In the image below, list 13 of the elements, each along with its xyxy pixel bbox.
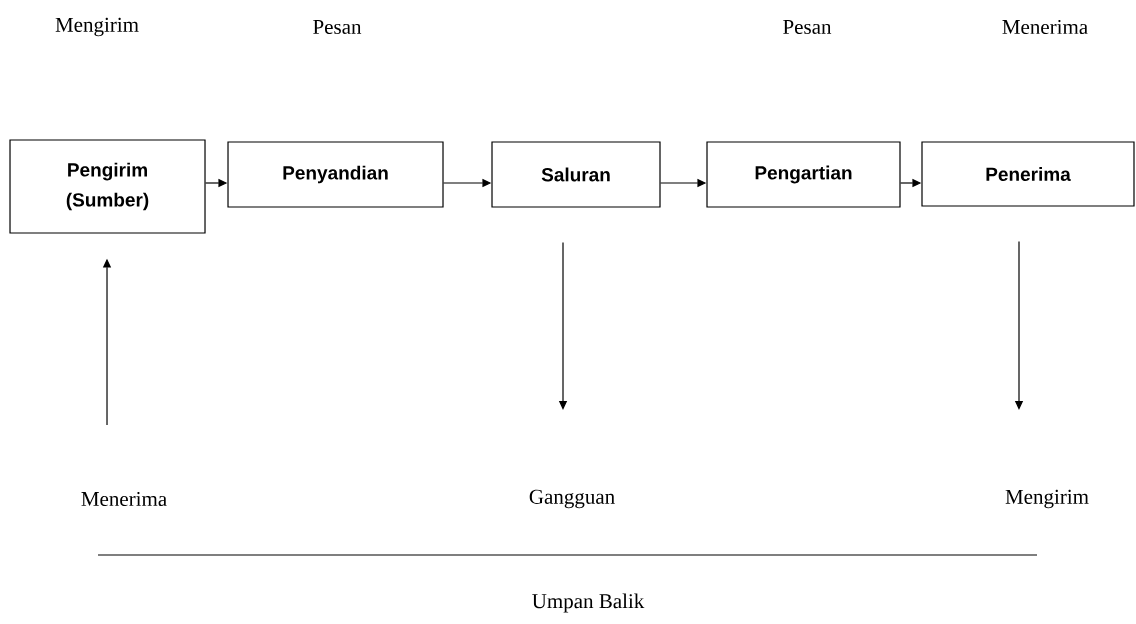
label-text: Menerima — [81, 491, 167, 507]
label-text: Pesan — [313, 20, 362, 34]
process-box: Pengartian — [706, 141, 901, 208]
process-box: Penyandian — [227, 141, 444, 208]
process-box: Pengirim (Sumber) — [9, 139, 206, 234]
label-text: Mengirim — [55, 17, 139, 37]
process-box: Saluran — [491, 141, 661, 208]
label-text: Gangguan — [529, 489, 615, 509]
process-box: Penerima — [921, 141, 1135, 207]
label-text: Pesan — [783, 20, 832, 34]
label-text: Mengirim — [1005, 489, 1089, 509]
label-text: Umpan Balik — [532, 593, 645, 613]
label-text: Menerima — [1002, 19, 1088, 35]
